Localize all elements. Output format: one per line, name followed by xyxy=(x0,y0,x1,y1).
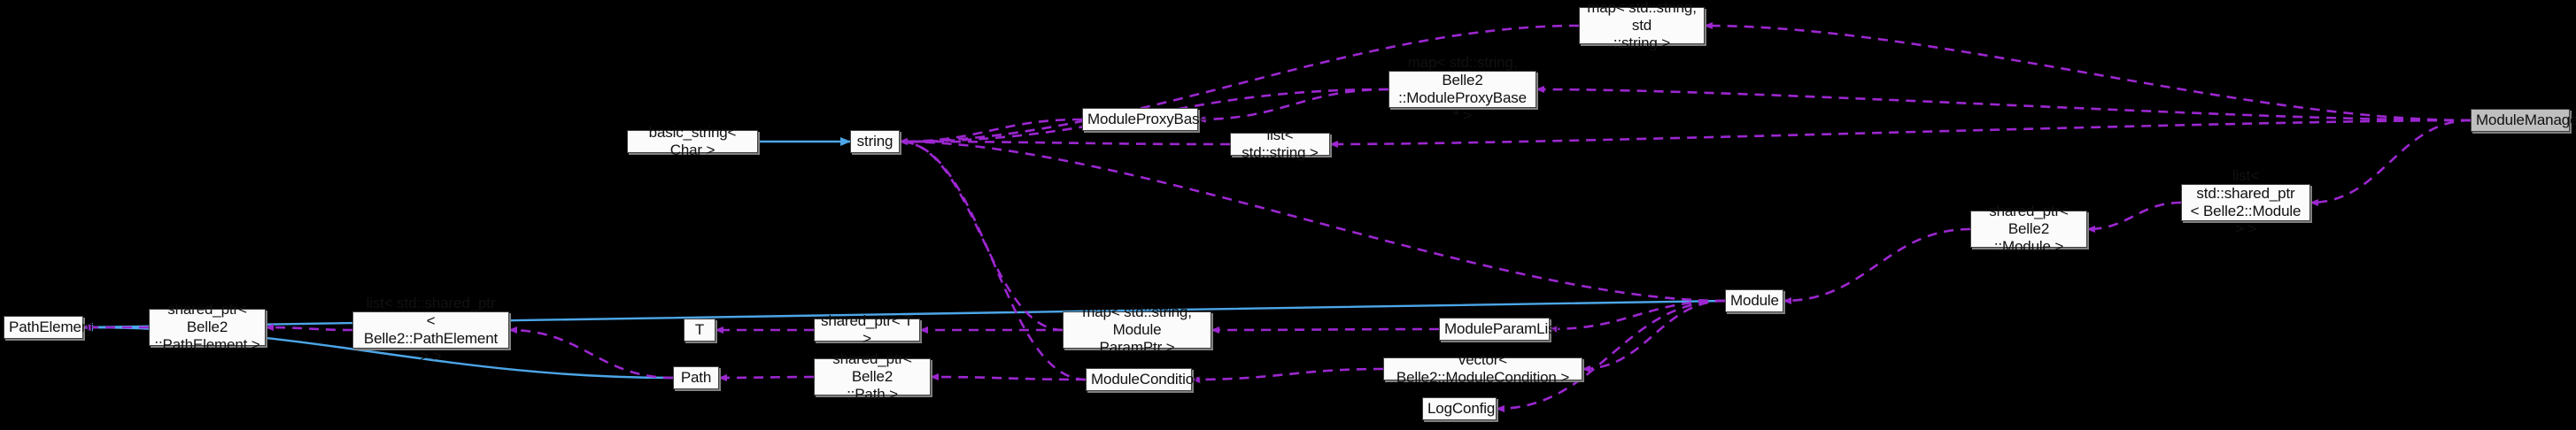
edge-modulecondition-to-string xyxy=(899,138,1087,381)
class-node-label: vector< Belle2::ModuleCondition > xyxy=(1396,350,1570,386)
class-node-logconfig[interactable]: LogConfig xyxy=(1422,397,1497,420)
class-node-t[interactable]: T xyxy=(684,319,716,342)
edge-modulecondition-to-sp_path xyxy=(930,373,1087,381)
edge-module-to-logconfig xyxy=(1496,299,1726,412)
edge-module-to-string xyxy=(899,138,1726,303)
class-node-sp_pathelement[interactable]: shared_ptr< Belle2 ::PathElement > xyxy=(149,301,266,353)
class-node-label: map< std::string, Belle2 ::ModuleProxyBa… xyxy=(1398,53,1527,125)
class-node-map_ss[interactable]: map< std::string, std ::string > xyxy=(1579,0,1705,51)
class-node-label: basic_string< Char > xyxy=(648,123,737,158)
edge-modulemanager-to-map_ss xyxy=(1704,22,2472,122)
class-node-map_proxybase[interactable]: map< std::string, Belle2 ::ModuleProxyBa… xyxy=(1389,54,1536,124)
class-node-label: PathElement xyxy=(9,318,94,335)
class-node-label: list< std::string > xyxy=(1242,126,1319,161)
edge-list_sp_pathelem-to-sp_pathelement xyxy=(265,324,353,332)
edge-module-to-moduleparamlist xyxy=(1549,299,1726,333)
class-node-moduleparamlist[interactable]: ModuleParamList xyxy=(1439,318,1560,341)
class-node-path[interactable]: Path xyxy=(673,366,719,389)
class-node-sp_t[interactable]: shared_ptr< T > xyxy=(814,312,920,347)
edge-modulemanager-to-map_proxybase xyxy=(1536,86,2472,122)
class-node-label: ModuleProxyBase xyxy=(1087,110,1208,127)
class-node-vec_modulecond[interactable]: vector< Belle2::ModuleCondition > xyxy=(1383,351,1582,386)
edge-list_sp_module-to-sp_module xyxy=(2086,201,2182,233)
edge-list_string-to-string xyxy=(899,138,1231,146)
class-node-label: list< std::shared_ptr < Belle2::PathElem… xyxy=(363,294,499,365)
class-node-list_sp_pathelem[interactable]: list< std::shared_ptr < Belle2::PathElem… xyxy=(352,295,509,365)
class-node-list_sp_module[interactable]: list< std::shared_ptr < Belle2::Module >… xyxy=(2181,167,2310,237)
edge-map_ss-to-string xyxy=(899,24,1580,145)
class-node-label: ModuleCondition xyxy=(1091,370,1203,388)
edge-map_proxybase-to-string xyxy=(899,88,1389,145)
class-node-list_string[interactable]: list< std::string > xyxy=(1230,127,1330,161)
edge-path-to-list_sp_pathelem xyxy=(508,326,674,380)
class-node-label: ModuleParamList xyxy=(1444,319,1560,337)
class-node-label: shared_ptr< T > xyxy=(820,311,914,347)
edge-module-to-vec_modulecond xyxy=(1582,299,1726,372)
class-node-label: T xyxy=(694,320,705,338)
edge-vec_modulecond-to-modulecondition xyxy=(1191,367,1384,383)
class-node-label: list< std::shared_ptr < Belle2::Module >… xyxy=(2190,166,2301,238)
class-node-label: shared_ptr< Belle2 ::Path > xyxy=(832,349,912,403)
class-node-label: map< std::string, std ::string > xyxy=(1587,0,1697,52)
edge-modulemanager-to-list_string xyxy=(1329,119,2472,148)
class-node-label: string xyxy=(856,132,893,150)
class-node-label: map< std::string, Module ParamPtr > xyxy=(1082,303,1192,357)
class-node-label: LogConfig xyxy=(1427,399,1496,417)
class-node-label: shared_ptr< Belle2 ::Module > xyxy=(1989,202,2069,256)
class-node-pathelement[interactable]: PathElement xyxy=(4,316,94,339)
class-node-label: Path xyxy=(680,368,712,386)
class-node-moduleproxybase[interactable]: ModuleProxyBase xyxy=(1082,108,1208,131)
class-node-sp_path[interactable]: shared_ptr< Belle2 ::Path > xyxy=(814,350,931,403)
edge-moduleparamlist-to-map_moduleparam xyxy=(1211,326,1440,334)
edge-map_proxybase-to-moduleproxybase xyxy=(1197,88,1389,123)
class-node-basic_string[interactable]: basic_string< Char > xyxy=(627,124,758,158)
class-node-modulemanager[interactable]: ModuleManager xyxy=(2471,109,2576,132)
class-node-map_moduleparam[interactable]: map< std::string, Module ParamPtr > xyxy=(1063,303,1211,356)
class-node-label: ModuleManager xyxy=(2476,111,2576,128)
class-node-label: shared_ptr< Belle2 ::PathElement > xyxy=(154,300,260,354)
class-node-string[interactable]: string xyxy=(850,130,900,153)
edge-sp_module-to-module xyxy=(1783,227,1971,304)
class-node-modulecondition[interactable]: ModuleCondition xyxy=(1086,368,1203,391)
edge-modulemanager-to-list_sp_module xyxy=(2309,119,2472,206)
class-node-module[interactable]: Module xyxy=(1725,289,1783,312)
class-node-sp_module[interactable]: shared_ptr< Belle2 ::Module > xyxy=(1970,203,2087,255)
edge-sp_path-to-path xyxy=(718,373,815,381)
class-node-label: Module xyxy=(1730,291,1779,309)
